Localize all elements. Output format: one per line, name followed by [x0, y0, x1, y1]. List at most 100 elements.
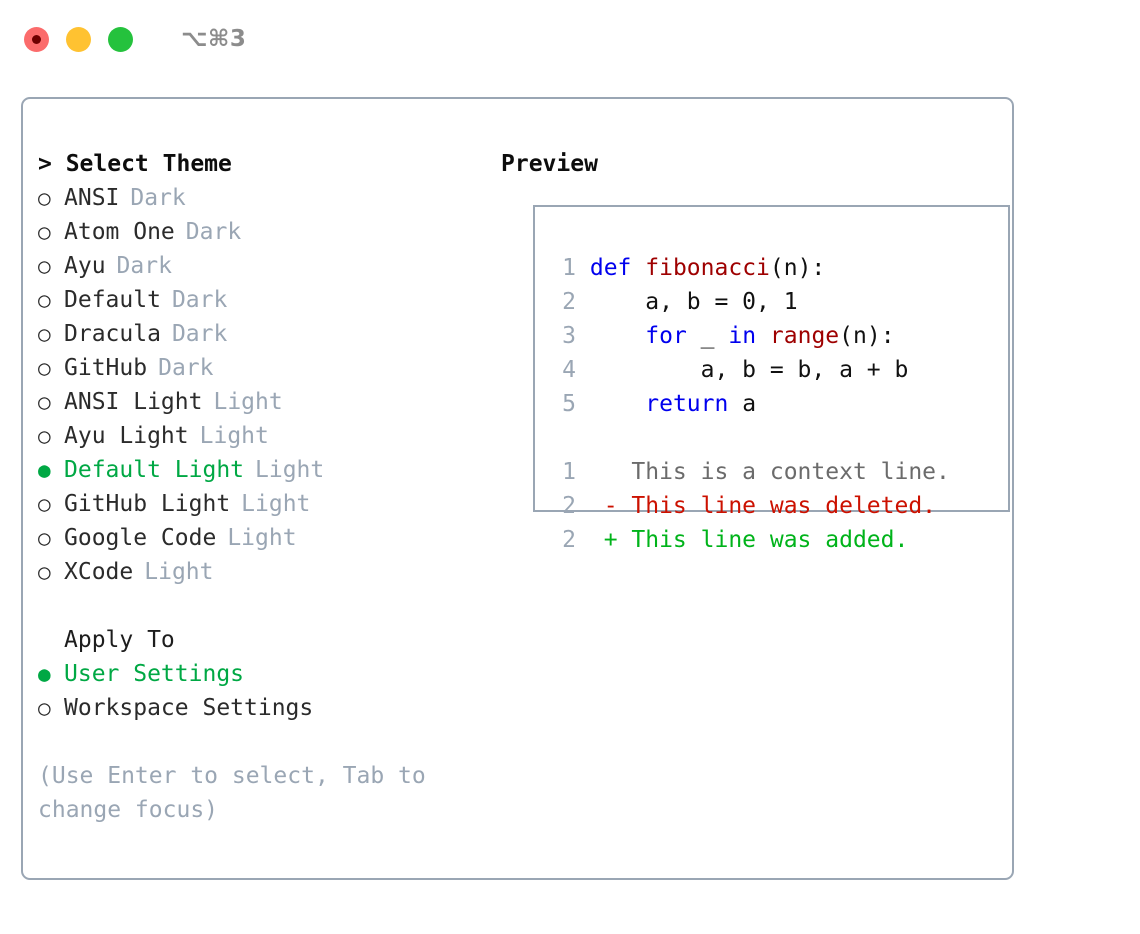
- theme-category: Dark: [171, 287, 228, 313]
- apply-to-list[interactable]: ●User Settings ○ Workspace Settings: [38, 657, 478, 725]
- theme-option-ansi[interactable]: ○ ANSI Dark: [38, 181, 478, 215]
- radio-unselected-icon: ○: [38, 186, 51, 210]
- code-token-kw: in: [728, 323, 757, 349]
- theme-category: Dark: [171, 321, 228, 347]
- code-token-kw: for: [645, 323, 687, 349]
- theme-category: Light: [213, 389, 283, 415]
- code-line: 1 def fibonacci(n):: [554, 251, 950, 285]
- theme-name: GitHub: [64, 355, 148, 381]
- code-token-kw: return: [645, 391, 729, 417]
- code-indent: [576, 289, 645, 315]
- theme-category: Dark: [185, 219, 242, 245]
- theme-name: Google Code: [64, 525, 217, 551]
- line-number: 1: [562, 255, 576, 281]
- theme-category: Light: [255, 457, 325, 483]
- radio-unselected-icon: ○: [38, 288, 51, 312]
- theme-name: ANSI: [64, 185, 120, 211]
- diff-line: 1 This is a context line.: [554, 455, 950, 489]
- code-token-plain: a, b = b, a + b: [700, 357, 909, 383]
- theme-option-github[interactable]: ○ GitHub Dark: [38, 351, 478, 385]
- diff-line: 2 + This line was added.: [554, 523, 950, 557]
- apply-to-option-workspace-settings[interactable]: ○ Workspace Settings: [38, 691, 478, 725]
- code-line: 3 for _ in range(n):: [554, 319, 950, 353]
- radio-unselected-icon: ○: [38, 390, 51, 414]
- theme-name: Ayu: [64, 253, 106, 279]
- code-indent: [576, 391, 645, 417]
- theme-name: GitHub Light: [64, 491, 231, 517]
- theme-name: XCode: [64, 559, 134, 585]
- code-token-plain: [756, 323, 770, 349]
- theme-category: Dark: [130, 185, 186, 211]
- apply-to-section: Apply To ●User Settings ○ Workspace Settin…: [38, 623, 478, 725]
- code-indent: [576, 255, 590, 281]
- theme-option-xcode[interactable]: ○ XCode Light: [38, 555, 478, 589]
- theme-category: Dark: [116, 253, 172, 279]
- theme-option-ayu[interactable]: ○ Ayu Dark: [38, 249, 478, 283]
- code-token-fn: range: [769, 323, 840, 349]
- theme-option-atom-one[interactable]: ○ Atom One Dark: [38, 215, 478, 249]
- line-number: 5: [562, 391, 576, 417]
- select-theme-heading: > Select Theme: [38, 151, 232, 177]
- radio-unselected-icon: ○: [38, 356, 51, 380]
- code-token-plain: a: [728, 391, 757, 417]
- keyboard-hint-text: (Use Enter to select, Tab to change focu…: [38, 763, 426, 823]
- radio-unselected-icon: ○: [38, 560, 51, 584]
- radio-unselected-icon: ○: [38, 254, 51, 278]
- diff-line: 2 - This line was deleted.: [554, 489, 950, 523]
- code-token-plain: (n):: [769, 255, 826, 281]
- radio-unselected-icon: ○: [38, 424, 51, 448]
- radio-unselected-icon: ○: [38, 322, 51, 346]
- apply-to-label: Workspace Settings: [64, 695, 314, 721]
- diff-text: This line was added.: [631, 527, 909, 553]
- apply-to-heading: Apply To: [64, 627, 175, 653]
- code-token-plain: a, b = 0, 1: [645, 289, 798, 315]
- line-number: 2: [562, 527, 576, 553]
- theme-name: Ayu Light: [64, 423, 189, 449]
- radio-selected-icon: ●: [38, 458, 51, 482]
- radio-unselected-icon: ○: [38, 492, 51, 516]
- theme-category: Light: [199, 423, 269, 449]
- theme-category: Dark: [158, 355, 214, 381]
- diff-text: This line was deleted.: [631, 493, 937, 519]
- diff-marker: +: [576, 527, 632, 553]
- theme-category: Light: [227, 525, 297, 551]
- line-number: 4: [562, 357, 576, 383]
- keyboard-shortcut-label: ⌥⌘3: [181, 26, 247, 52]
- traffic-light-controls: [24, 26, 133, 52]
- radio-unselected-icon: ○: [38, 220, 51, 244]
- theme-option-ayu-light[interactable]: ○ Ayu Light Light: [38, 419, 478, 453]
- apply-to-option-user-settings[interactable]: ●User Settings: [38, 657, 478, 691]
- minimize-button[interactable]: [66, 26, 91, 52]
- line-number: 2: [562, 289, 576, 315]
- theme-category: Light: [144, 559, 214, 585]
- diff-marker: -: [576, 493, 632, 519]
- diff-text: This is a context line.: [631, 459, 950, 485]
- radio-selected-icon: ●: [38, 662, 51, 686]
- theme-name: Atom One: [64, 219, 175, 245]
- preview-column: Preview 1 def fibonacci(n):2 a, b = 0, 1…: [501, 147, 1010, 553]
- title-bar: ⌥⌘3: [0, 0, 1140, 78]
- diff-marker: [576, 459, 631, 485]
- line-number: 1: [562, 459, 576, 485]
- maximize-button[interactable]: [108, 26, 133, 52]
- code-line: 2 a, b = 0, 1: [554, 285, 950, 319]
- code-blank-line: [554, 421, 950, 455]
- code-token-plain: _: [686, 323, 729, 349]
- close-button[interactable]: [24, 26, 49, 52]
- line-number: 2: [562, 493, 576, 519]
- radio-unselected-icon: ○: [38, 696, 51, 720]
- code-token-kw: def: [589, 255, 632, 281]
- code-token-plain: (n):: [839, 323, 895, 349]
- code-token-plain: [631, 255, 645, 281]
